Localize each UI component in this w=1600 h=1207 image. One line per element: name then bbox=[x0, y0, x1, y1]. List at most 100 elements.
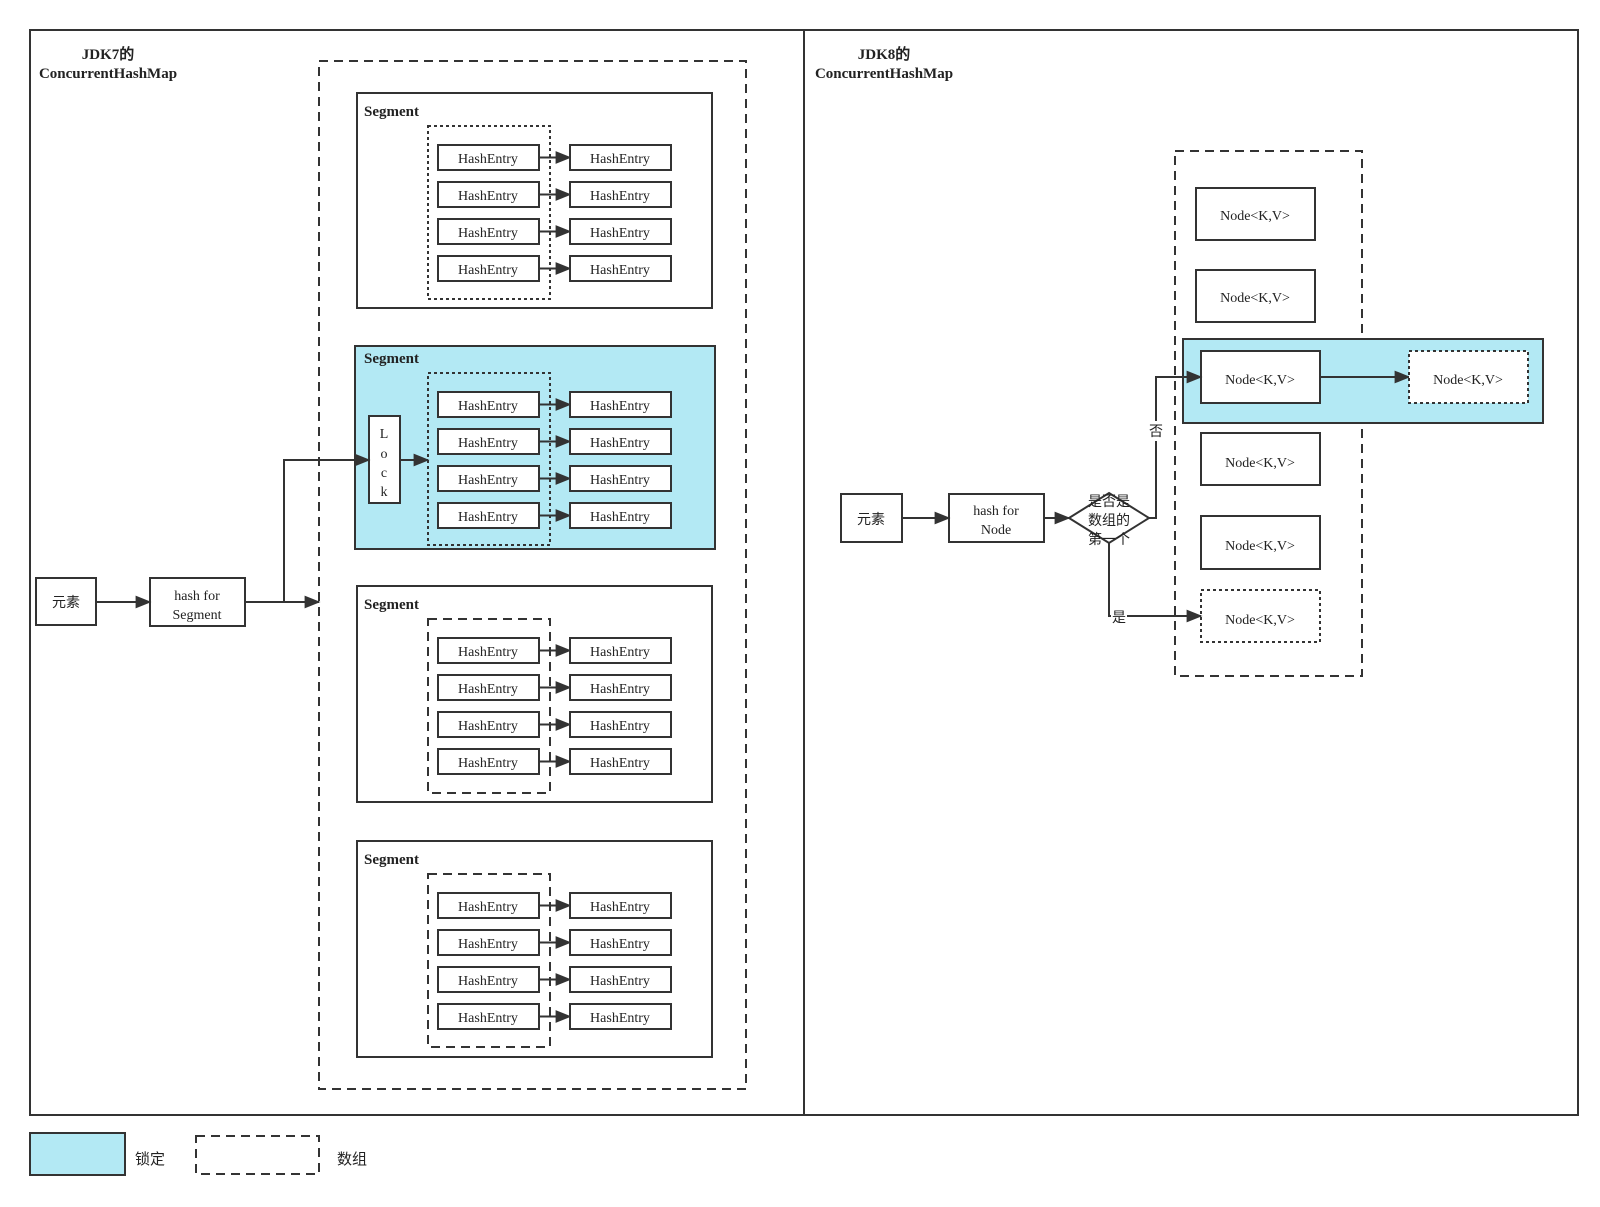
legend-locked-label: 锁定 bbox=[135, 1151, 165, 1168]
segment-1-hash-entry-label-4: HashEntry bbox=[458, 263, 518, 278]
node-box-2 bbox=[1195, 269, 1316, 323]
node-box-3 bbox=[1200, 350, 1321, 404]
segment-4-hash-entry-box-3 bbox=[437, 966, 540, 993]
decision-line1: 是否是 bbox=[1088, 495, 1130, 510]
segment-4-hash-entry-box-4 bbox=[437, 1003, 540, 1030]
segment-2-next-entry-box-3 bbox=[569, 465, 672, 492]
linked-node-label: Node<K,V> bbox=[1433, 373, 1503, 388]
segment-4-next-entry-box-3 bbox=[569, 966, 672, 993]
segment-2-hash-entry-label-2: HashEntry bbox=[458, 436, 518, 451]
segment-3-next-entry-box-2 bbox=[569, 674, 672, 701]
segment-2-hash-entry-label-4: HashEntry bbox=[458, 510, 518, 525]
segment-4-next-entry-box-4 bbox=[569, 1003, 672, 1030]
segment-3-hash-entry-label-2: HashEntry bbox=[458, 682, 518, 697]
segment-2-next-entry-label-4: HashEntry bbox=[590, 510, 650, 525]
segment-1-next-entry-box-2 bbox=[569, 181, 672, 208]
segment-3-hash-entry-label-4: HashEntry bbox=[458, 756, 518, 771]
segment-4-label: Segment bbox=[364, 852, 419, 868]
segment-4-hash-entry-label-1: HashEntry bbox=[458, 900, 518, 915]
node-box-1 bbox=[1195, 187, 1316, 241]
segment-2-hash-entry-label-3: HashEntry bbox=[458, 473, 518, 488]
segment-1-next-entry-label-1: HashEntry bbox=[590, 152, 650, 167]
node-label-2: Node<K,V> bbox=[1220, 291, 1290, 306]
yes-label-bg bbox=[1111, 608, 1127, 626]
jdk7-title-line2: ConcurrentHashMap bbox=[39, 66, 177, 82]
segment-2-next-entry-box-4 bbox=[569, 502, 672, 529]
segment-1-next-entry-box-1 bbox=[569, 144, 672, 171]
segment-2-next-entry-box-2 bbox=[569, 428, 672, 455]
jdk7-arrow-hash-to-lock bbox=[283, 453, 371, 602]
node-box-4 bbox=[1200, 432, 1321, 486]
segment-1-next-entry-box-3 bbox=[569, 218, 672, 245]
segment-3-next-entry-label-4: HashEntry bbox=[590, 756, 650, 771]
node-label-3: Node<K,V> bbox=[1225, 373, 1295, 388]
lock-letter-k: k bbox=[381, 485, 388, 500]
segment-3-entry-array bbox=[427, 618, 551, 794]
node-label-4: Node<K,V> bbox=[1225, 456, 1295, 471]
jdk8-title-line1: JDK8的 bbox=[858, 45, 911, 63]
legend-locked-swatch bbox=[29, 1132, 126, 1176]
segment-4-next-entry-box-1 bbox=[569, 892, 672, 919]
segment-3-next-entry-label-2: HashEntry bbox=[590, 682, 650, 697]
segment-3-next-entry-label-3: HashEntry bbox=[590, 719, 650, 734]
segment-3-next-entry-box-3 bbox=[569, 711, 672, 738]
segment-2-next-entry-label-3: HashEntry bbox=[590, 473, 650, 488]
segment-3-label: Segment bbox=[364, 597, 419, 613]
segment-2-next-entry-box-1 bbox=[569, 391, 672, 418]
hash-for-node-line2: Node bbox=[981, 523, 1011, 538]
segment-3-next-entry-box-1 bbox=[569, 637, 672, 664]
segment-4-hash-entry-label-2: HashEntry bbox=[458, 937, 518, 952]
segment-3-hash-entry-label-1: HashEntry bbox=[458, 645, 518, 660]
hash-for-segment-line2: Segment bbox=[173, 608, 222, 623]
jdk7-element-label: 元素 bbox=[52, 595, 80, 611]
node-label-6: Node<K,V> bbox=[1225, 613, 1295, 628]
segment-4-next-entry-label-1: HashEntry bbox=[590, 900, 650, 915]
no-branch-arrow bbox=[1149, 370, 1203, 519]
yes-branch-arrow bbox=[1108, 543, 1203, 623]
segment-array bbox=[318, 60, 747, 1090]
node-box-5 bbox=[1200, 515, 1321, 570]
node-array bbox=[1174, 150, 1363, 677]
jdk7-panel bbox=[29, 29, 805, 1116]
segment-2-label: Segment bbox=[364, 351, 419, 367]
segment-3-next-entry-label-1: HashEntry bbox=[590, 645, 650, 660]
segment-4-next-entry-box-2 bbox=[569, 929, 672, 956]
segment-4-hash-entry-box-2 bbox=[437, 929, 540, 956]
segment-1-next-entry-label-2: HashEntry bbox=[590, 189, 650, 204]
yes-branch-label: 是 bbox=[1112, 611, 1126, 626]
segment-2-hash-entry-box-1 bbox=[437, 391, 540, 418]
node-label-5: Node<K,V> bbox=[1225, 539, 1295, 554]
segment-2-next-entry-label-2: HashEntry bbox=[590, 436, 650, 451]
segment-1-hash-entry-label-3: HashEntry bbox=[458, 226, 518, 241]
segment-2-hash-entry-label-1: HashEntry bbox=[458, 399, 518, 414]
segment-4-next-entry-label-3: HashEntry bbox=[590, 974, 650, 989]
segment-3-hash-entry-box-3 bbox=[437, 711, 540, 738]
segment-1-next-entry-box-4 bbox=[569, 255, 672, 282]
decision-line2: 数组的 bbox=[1088, 513, 1130, 529]
segment-2-hash-entry-box-4 bbox=[437, 502, 540, 529]
jdk7-title-line1: JDK7的 bbox=[82, 45, 135, 63]
segment-1-hash-entry-label-1: HashEntry bbox=[458, 152, 518, 167]
segment-1-hash-entry-box-2 bbox=[437, 181, 540, 208]
hash-for-node-line1: hash for bbox=[973, 504, 1019, 519]
segment-4-next-entry-label-4: HashEntry bbox=[590, 1011, 650, 1026]
linked-node-box bbox=[1408, 350, 1529, 404]
jdk8-panel bbox=[803, 29, 1579, 1116]
segment-1-hash-entry-box-4 bbox=[437, 255, 540, 282]
segment-1-entry-array bbox=[427, 125, 551, 300]
hash-for-segment-line1: hash for bbox=[174, 589, 220, 604]
segment-1-hash-entry-box-3 bbox=[437, 218, 540, 245]
no-branch-label: 否 bbox=[1149, 425, 1163, 440]
node-label-1: Node<K,V> bbox=[1220, 209, 1290, 224]
jdk8-title-line2: ConcurrentHashMap bbox=[815, 66, 953, 82]
segment-1-next-entry-label-3: HashEntry bbox=[590, 226, 650, 241]
legend-array-label: 数组 bbox=[337, 1151, 367, 1168]
segment-3-hash-entry-label-3: HashEntry bbox=[458, 719, 518, 734]
jdk8-element-label: 元素 bbox=[857, 512, 885, 528]
lock-letter-o: o bbox=[381, 447, 388, 462]
no-label-bg bbox=[1148, 421, 1164, 441]
